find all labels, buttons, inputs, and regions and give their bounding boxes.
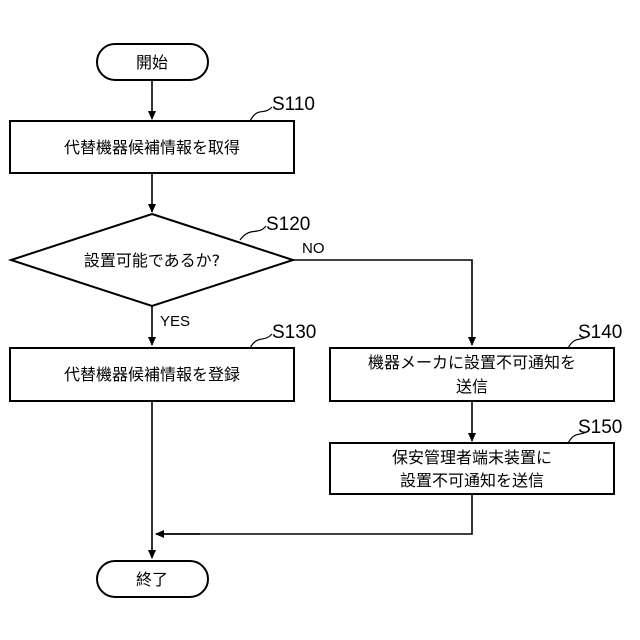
start-label: 開始 xyxy=(136,53,168,72)
s150-step-label: S150 xyxy=(578,417,622,438)
connector-admin-to-end-merge xyxy=(156,494,472,534)
connector-decision-no-branch xyxy=(293,260,472,345)
notify-maker-label-line1: 機器メーカに設置不可通知を xyxy=(368,353,576,372)
acquire-label: 代替機器候補情報を取得 xyxy=(64,138,240,157)
end-label: 終了 xyxy=(136,570,168,589)
s120-step-label: S120 xyxy=(266,214,310,235)
s120-leader-line xyxy=(240,226,266,240)
register-label: 代替機器候補情報を登録 xyxy=(64,365,240,384)
no-branch-label: NO xyxy=(302,240,325,257)
notify-admin-label-line1: 保安管理者端末装置に xyxy=(392,448,552,467)
s130-leader-line xyxy=(250,334,272,348)
s140-step-label: S140 xyxy=(578,322,622,343)
decision-label: 設置可能であるか? xyxy=(84,251,220,270)
s110-step-label: S110 xyxy=(272,94,315,115)
notify-maker-label-line2: 送信 xyxy=(456,377,488,396)
notify-admin-label-line2: 設置不可通知を送信 xyxy=(400,471,544,490)
s110-leader-line xyxy=(250,107,272,121)
s130-step-label: S130 xyxy=(272,322,316,343)
yes-branch-label: YES xyxy=(160,313,190,330)
